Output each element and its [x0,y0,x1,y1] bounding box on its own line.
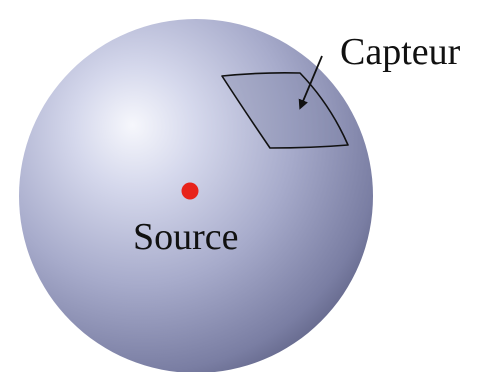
sensor-pointer-arrow [298,55,323,110]
sensor-patch [221,72,349,149]
sensor-label: Capteur [340,31,461,73]
source-dot [181,182,199,200]
source-label: Source [133,216,239,258]
